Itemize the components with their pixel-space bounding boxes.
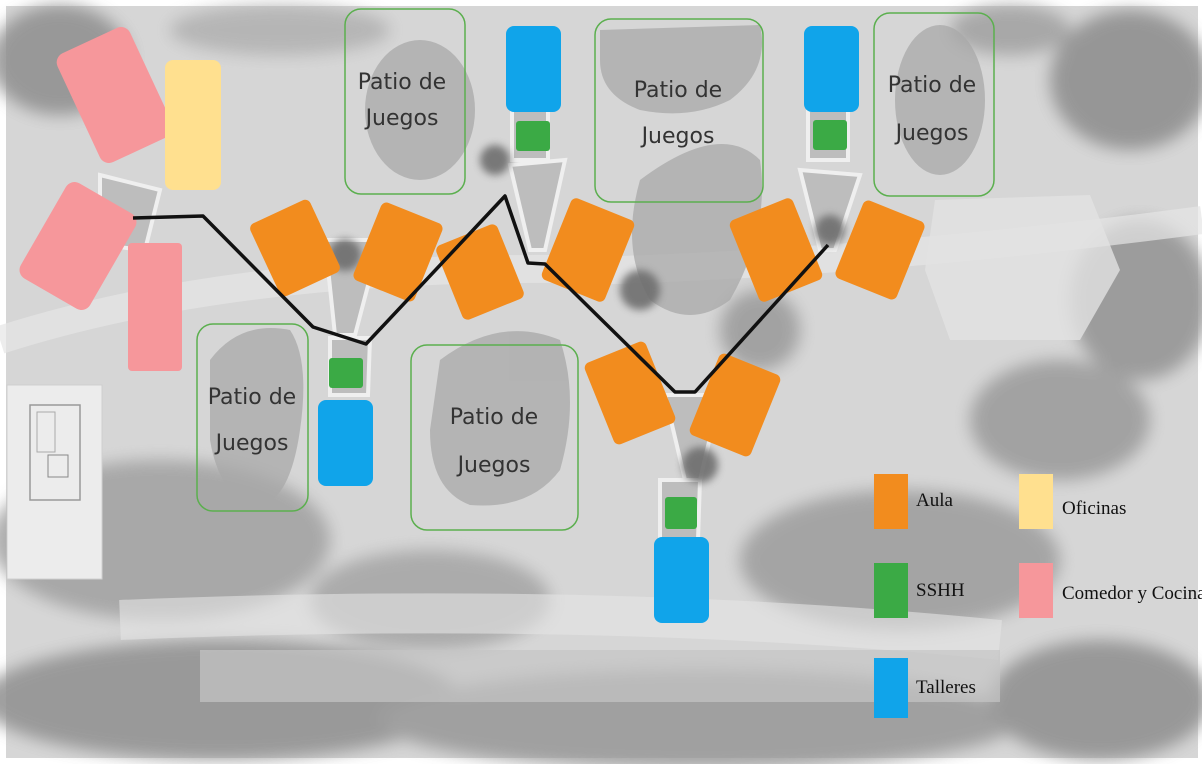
patio-label-line1: Patio de [634,78,722,103]
aula-block [250,199,340,297]
patio-label-line2: Juegos [640,124,715,149]
legend-swatch-oficinas [1019,474,1053,529]
patio-label-line2: Juegos [456,453,531,478]
patio-label-line2: Juegos [364,106,439,131]
taller-block [654,537,709,623]
aula-block [835,200,925,300]
legend-label-sshh: SSHH [916,580,965,601]
patio-frame [344,8,466,195]
taller-block [804,26,859,112]
patio-frame [873,12,995,197]
legend-label-aula: Aula [916,490,954,511]
patio-label-line1: Patio de [208,385,296,410]
legend-label-oficinas: Oficinas [1062,498,1126,519]
sshh-block [516,121,550,151]
aula-block [541,198,635,302]
legend-label-talleres: Talleres [916,677,976,698]
patio-label-line2: Juegos [214,431,289,456]
aula-block [353,202,443,302]
taller-block [506,26,561,112]
sshh-blocks [329,120,847,529]
sshh-block [813,120,847,150]
patio-frame [410,344,579,531]
sshh-block [329,358,363,388]
comedor-block [56,27,174,163]
aula-block [689,353,781,457]
patio-frames [196,8,995,531]
hub-trees [329,145,845,483]
legend-swatch-sshh [874,563,908,618]
legend-label-comedor: Comedor y Cocina [1062,583,1202,604]
oficinas-block [165,60,221,190]
patio-label-line1: Patio de [358,70,446,95]
comedor-blocks [19,27,182,371]
patio-frame [196,323,309,512]
legend: Aula Oficinas SSHH Comedor y Cocina Tall… [874,474,1202,718]
patio-label-line1: Patio de [450,405,538,430]
aula-block [584,341,676,445]
legend-swatch-comedor [1019,563,1053,618]
comedor-block [19,182,137,310]
taller-block [318,400,373,486]
legend-swatch-talleres [874,658,908,718]
patio-frame [594,18,764,203]
sshh-block [665,497,697,529]
patio-label-line2: Juegos [894,121,969,146]
patio-grounds [210,25,985,506]
talleres-blocks [318,26,859,623]
circulation-path [132,194,830,394]
patio-labels: Patio de Juegos Patio de Juegos Patio de… [208,70,976,478]
patio-label-line1: Patio de [888,73,976,98]
comedor-block [128,243,182,371]
legend-swatch-aula [874,474,908,529]
